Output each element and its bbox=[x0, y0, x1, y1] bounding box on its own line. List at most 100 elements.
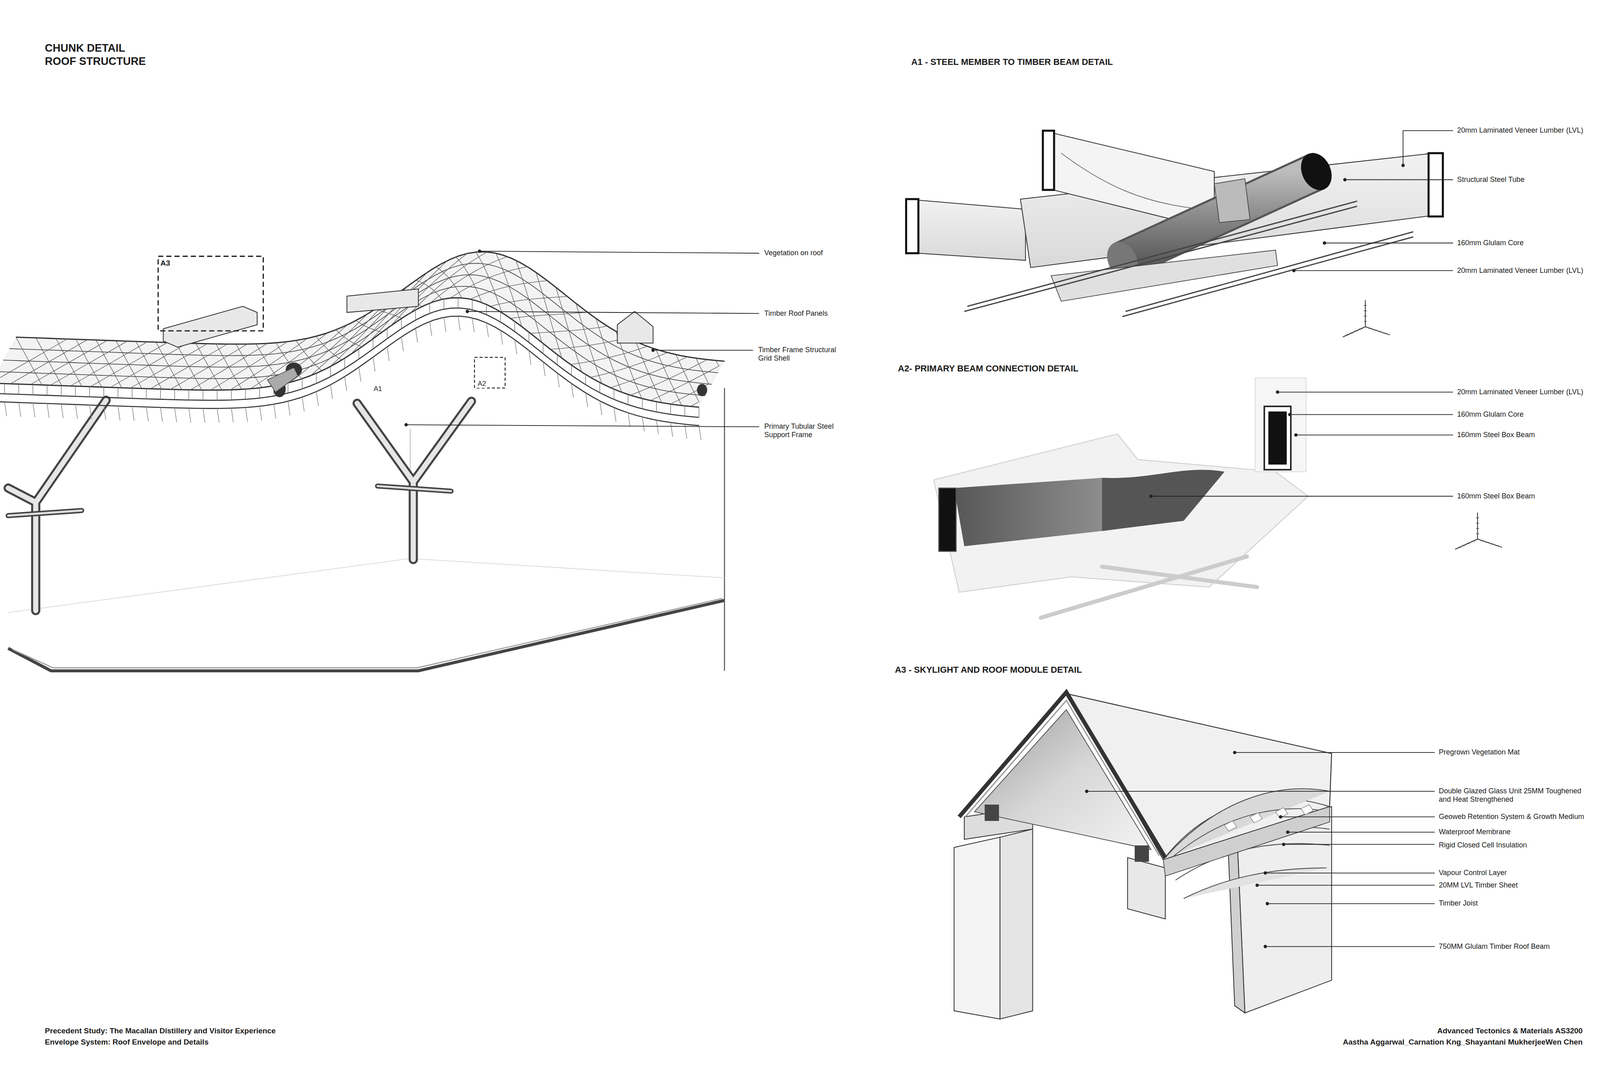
underside-rib bbox=[670, 422, 673, 437]
underside-rib bbox=[316, 391, 319, 406]
underside-rib bbox=[118, 405, 121, 421]
grid-member bbox=[410, 251, 488, 313]
grid-member bbox=[215, 343, 242, 389]
roof-post bbox=[259, 387, 260, 398]
detail-frame bbox=[158, 256, 264, 331]
grid-member bbox=[50, 340, 128, 385]
underside-rib bbox=[387, 346, 390, 362]
axis-tick bbox=[1368, 328, 1372, 329]
axis-tick bbox=[1354, 330, 1359, 331]
axis-tick bbox=[1481, 540, 1485, 541]
callout-label: 160mm Steel Box Beam bbox=[1457, 491, 1535, 501]
roof-post bbox=[429, 303, 430, 314]
footer-note: Aastha Aggarwal_Carnation Kng_Shayantani… bbox=[1342, 1037, 1583, 1047]
roof-post bbox=[557, 354, 558, 365]
underside-rib bbox=[330, 384, 333, 399]
roof-post bbox=[301, 378, 303, 389]
axis-tick bbox=[1475, 522, 1480, 524]
grid-member bbox=[350, 272, 428, 355]
detail-a1 bbox=[905, 130, 1454, 317]
roof-post bbox=[585, 374, 586, 385]
underside-rib bbox=[259, 406, 262, 421]
detail-marker: A2 bbox=[476, 379, 488, 388]
axis-tick bbox=[1467, 542, 1471, 544]
grid-rib bbox=[16, 251, 725, 362]
callout-label: Geoweb Retention System & Growth Medium bbox=[1438, 812, 1584, 822]
axis-tick bbox=[1490, 543, 1494, 544]
roof-post bbox=[486, 304, 487, 315]
grid-member bbox=[510, 311, 588, 318]
detail-a3 bbox=[953, 692, 1435, 1019]
axis-tick bbox=[1359, 328, 1363, 329]
roof-post bbox=[613, 388, 614, 399]
underside-rib bbox=[75, 404, 78, 419]
underside-rib bbox=[458, 315, 461, 331]
underside-rib bbox=[698, 425, 701, 440]
roof-post bbox=[514, 321, 516, 332]
sheet-title: ROOF STRUCTURE bbox=[44, 54, 146, 68]
grid-member bbox=[336, 329, 363, 347]
grid-member bbox=[390, 253, 468, 327]
roof-post bbox=[528, 332, 530, 343]
axis-tick bbox=[1475, 527, 1480, 529]
axis-tick bbox=[1345, 334, 1349, 335]
roof-post bbox=[330, 366, 331, 377]
callout-label: 160mm Glulam Core bbox=[1457, 238, 1524, 248]
roof-post bbox=[18, 384, 19, 395]
detail-marker: A3 bbox=[158, 258, 172, 268]
underside-rib bbox=[372, 356, 375, 372]
roof-post bbox=[457, 297, 459, 308]
axis-gizmo bbox=[1342, 299, 1502, 550]
roof-post bbox=[698, 406, 700, 417]
grid-member bbox=[630, 359, 708, 395]
underside-rib bbox=[217, 408, 220, 423]
footer-note: Envelope System: Roof Envelope and Detai… bbox=[44, 1037, 209, 1047]
grid-member bbox=[190, 343, 268, 390]
axis-tick bbox=[1495, 545, 1499, 546]
grid-member bbox=[475, 251, 502, 313]
grid-shell-surface bbox=[0, 251, 725, 407]
detail-marker: A1 bbox=[372, 384, 384, 393]
roof-post bbox=[627, 394, 629, 405]
roof-post bbox=[231, 389, 232, 400]
detail-heading: A3 - SKYLIGHT AND ROOF MODULE DETAIL bbox=[894, 664, 1082, 675]
callout-label: Primary Tubular Steel Support Frame bbox=[764, 422, 851, 440]
roof-post bbox=[670, 404, 671, 415]
underside-rib bbox=[245, 407, 248, 422]
grid-member bbox=[495, 253, 522, 327]
underside-rib bbox=[287, 400, 290, 416]
roof-post bbox=[160, 388, 161, 399]
grid-member bbox=[610, 356, 688, 388]
roof-post bbox=[571, 364, 572, 375]
steel-tube-end bbox=[696, 383, 707, 397]
grid-member bbox=[0, 338, 68, 383]
underside-rib bbox=[146, 406, 149, 422]
callout-label: 750MM Glulam Timber Roof Beam bbox=[1438, 941, 1550, 951]
leader-line bbox=[1149, 390, 1454, 498]
sheet-title: CHUNK DETAIL bbox=[44, 41, 125, 55]
grid-rib bbox=[0, 297, 699, 407]
roof-fascia bbox=[0, 315, 699, 426]
underside-rib bbox=[47, 403, 50, 418]
callout-label: 20mm Laminated Veneer Lumber (LVL) bbox=[1457, 266, 1584, 276]
detail-heading: A1 - STEEL MEMBER TO TIMBER BEAM DETAIL bbox=[911, 56, 1113, 68]
roof-post bbox=[372, 338, 374, 349]
callout-label: 20mm Laminated Veneer Lumber (LVL) bbox=[1457, 387, 1584, 397]
underside-rib bbox=[188, 408, 191, 423]
callout-label: Waterproof Membrane bbox=[1438, 827, 1511, 837]
steel-column bbox=[8, 400, 472, 611]
grid-member bbox=[690, 402, 699, 407]
underside-rib bbox=[401, 336, 404, 352]
axis-tick bbox=[1462, 544, 1466, 546]
underside-rib bbox=[132, 406, 135, 421]
roof-post bbox=[358, 348, 359, 359]
axis-line bbox=[1364, 299, 1366, 327]
roof-post bbox=[217, 389, 218, 400]
grid-member bbox=[235, 344, 262, 388]
grid-member bbox=[650, 365, 720, 401]
roof-post bbox=[642, 398, 643, 409]
callout-label: 160mm Steel Box Beam bbox=[1457, 430, 1535, 440]
roof-post bbox=[4, 383, 5, 394]
roof-post bbox=[443, 298, 445, 309]
